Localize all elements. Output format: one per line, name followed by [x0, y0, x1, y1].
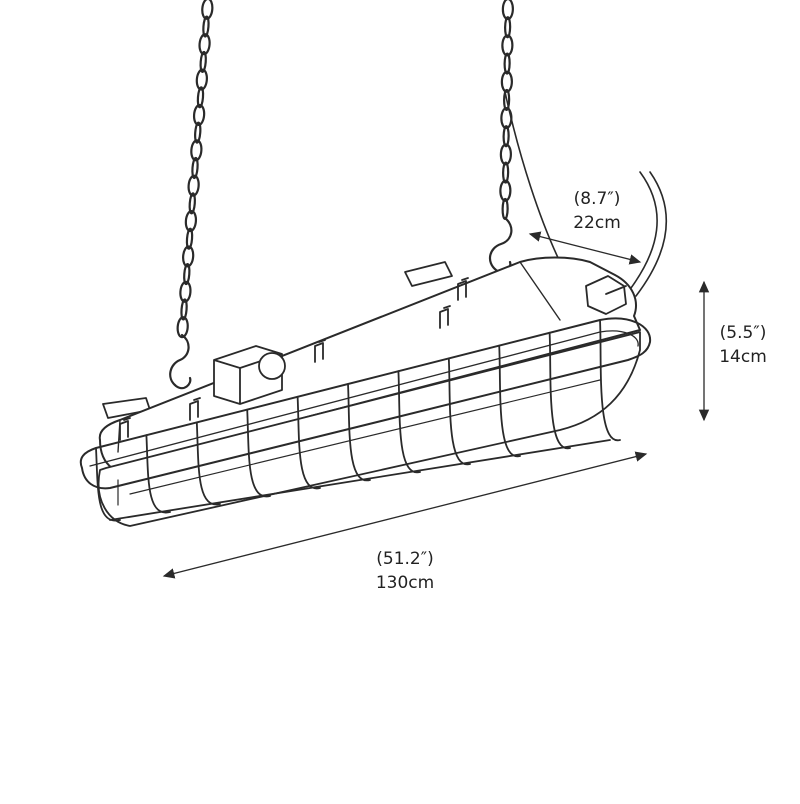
cage-clip — [189, 397, 201, 421]
chain-link — [500, 70, 513, 93]
mounting-bracket-right — [404, 261, 453, 287]
depth-dimension-line — [528, 231, 642, 265]
cage-rib — [599, 319, 621, 441]
chain-link — [195, 68, 208, 91]
chain-link — [502, 161, 510, 184]
chain-link — [184, 209, 198, 233]
cage-clips — [119, 277, 469, 441]
chain-link — [501, 197, 509, 221]
right-hanging-chain — [499, 0, 514, 221]
chain-link — [192, 103, 206, 127]
chain-link — [194, 121, 202, 144]
length-metric: 130cm — [375, 572, 435, 593]
chain-link — [499, 143, 512, 166]
chain-link — [501, 0, 514, 21]
chain-link — [499, 179, 512, 202]
chain-link — [179, 280, 192, 303]
chain-link — [176, 316, 189, 339]
cage-top-rail — [79, 317, 652, 490]
length-dimension-label: (51.2″) 130cm — [360, 548, 450, 596]
depth-imperial: (8.7″) — [573, 189, 621, 209]
chain-link — [503, 88, 511, 112]
right-s-hook — [488, 216, 513, 274]
cage-clip — [457, 277, 469, 301]
length-imperial: (51.2″) — [376, 549, 434, 569]
chain-link — [190, 139, 203, 162]
cage-clip — [314, 339, 326, 363]
cage-clip — [439, 305, 451, 329]
cage-rib — [548, 331, 571, 449]
chain-link — [198, 33, 211, 56]
chain-link — [183, 263, 191, 286]
chain-link — [180, 298, 188, 321]
cage-rib — [95, 447, 121, 522]
left-hanging-chain — [176, 0, 214, 339]
fixture-housing-top — [98, 256, 641, 469]
chain-link — [501, 34, 514, 57]
chain-link — [502, 125, 510, 148]
chain-link — [196, 86, 205, 109]
chain-link — [185, 227, 194, 250]
chain-link — [182, 245, 195, 268]
chain-link — [202, 15, 210, 38]
cage-clip — [119, 417, 131, 441]
chain-link — [503, 52, 511, 75]
chain-link — [188, 192, 196, 215]
height-imperial: (5.5″) — [719, 323, 767, 343]
chain-link — [504, 16, 512, 39]
left-s-hook — [169, 333, 192, 390]
support-cable — [504, 91, 561, 263]
chain-link — [191, 156, 199, 180]
height-metric: 14cm — [719, 346, 767, 367]
depth-metric: 22cm — [573, 212, 621, 233]
chain-link — [187, 174, 200, 197]
cage-ribs — [95, 319, 621, 522]
cable-gland — [585, 275, 627, 315]
chain-link — [199, 50, 207, 73]
length-dimension-line — [162, 451, 648, 579]
depth-dimension-label: (8.7″) 22cm — [562, 188, 632, 236]
height-dimension-label: (5.5″) 14cm — [708, 322, 778, 370]
chain-link — [201, 0, 214, 20]
junction-box-gland — [258, 352, 286, 380]
power-cord — [627, 171, 668, 297]
